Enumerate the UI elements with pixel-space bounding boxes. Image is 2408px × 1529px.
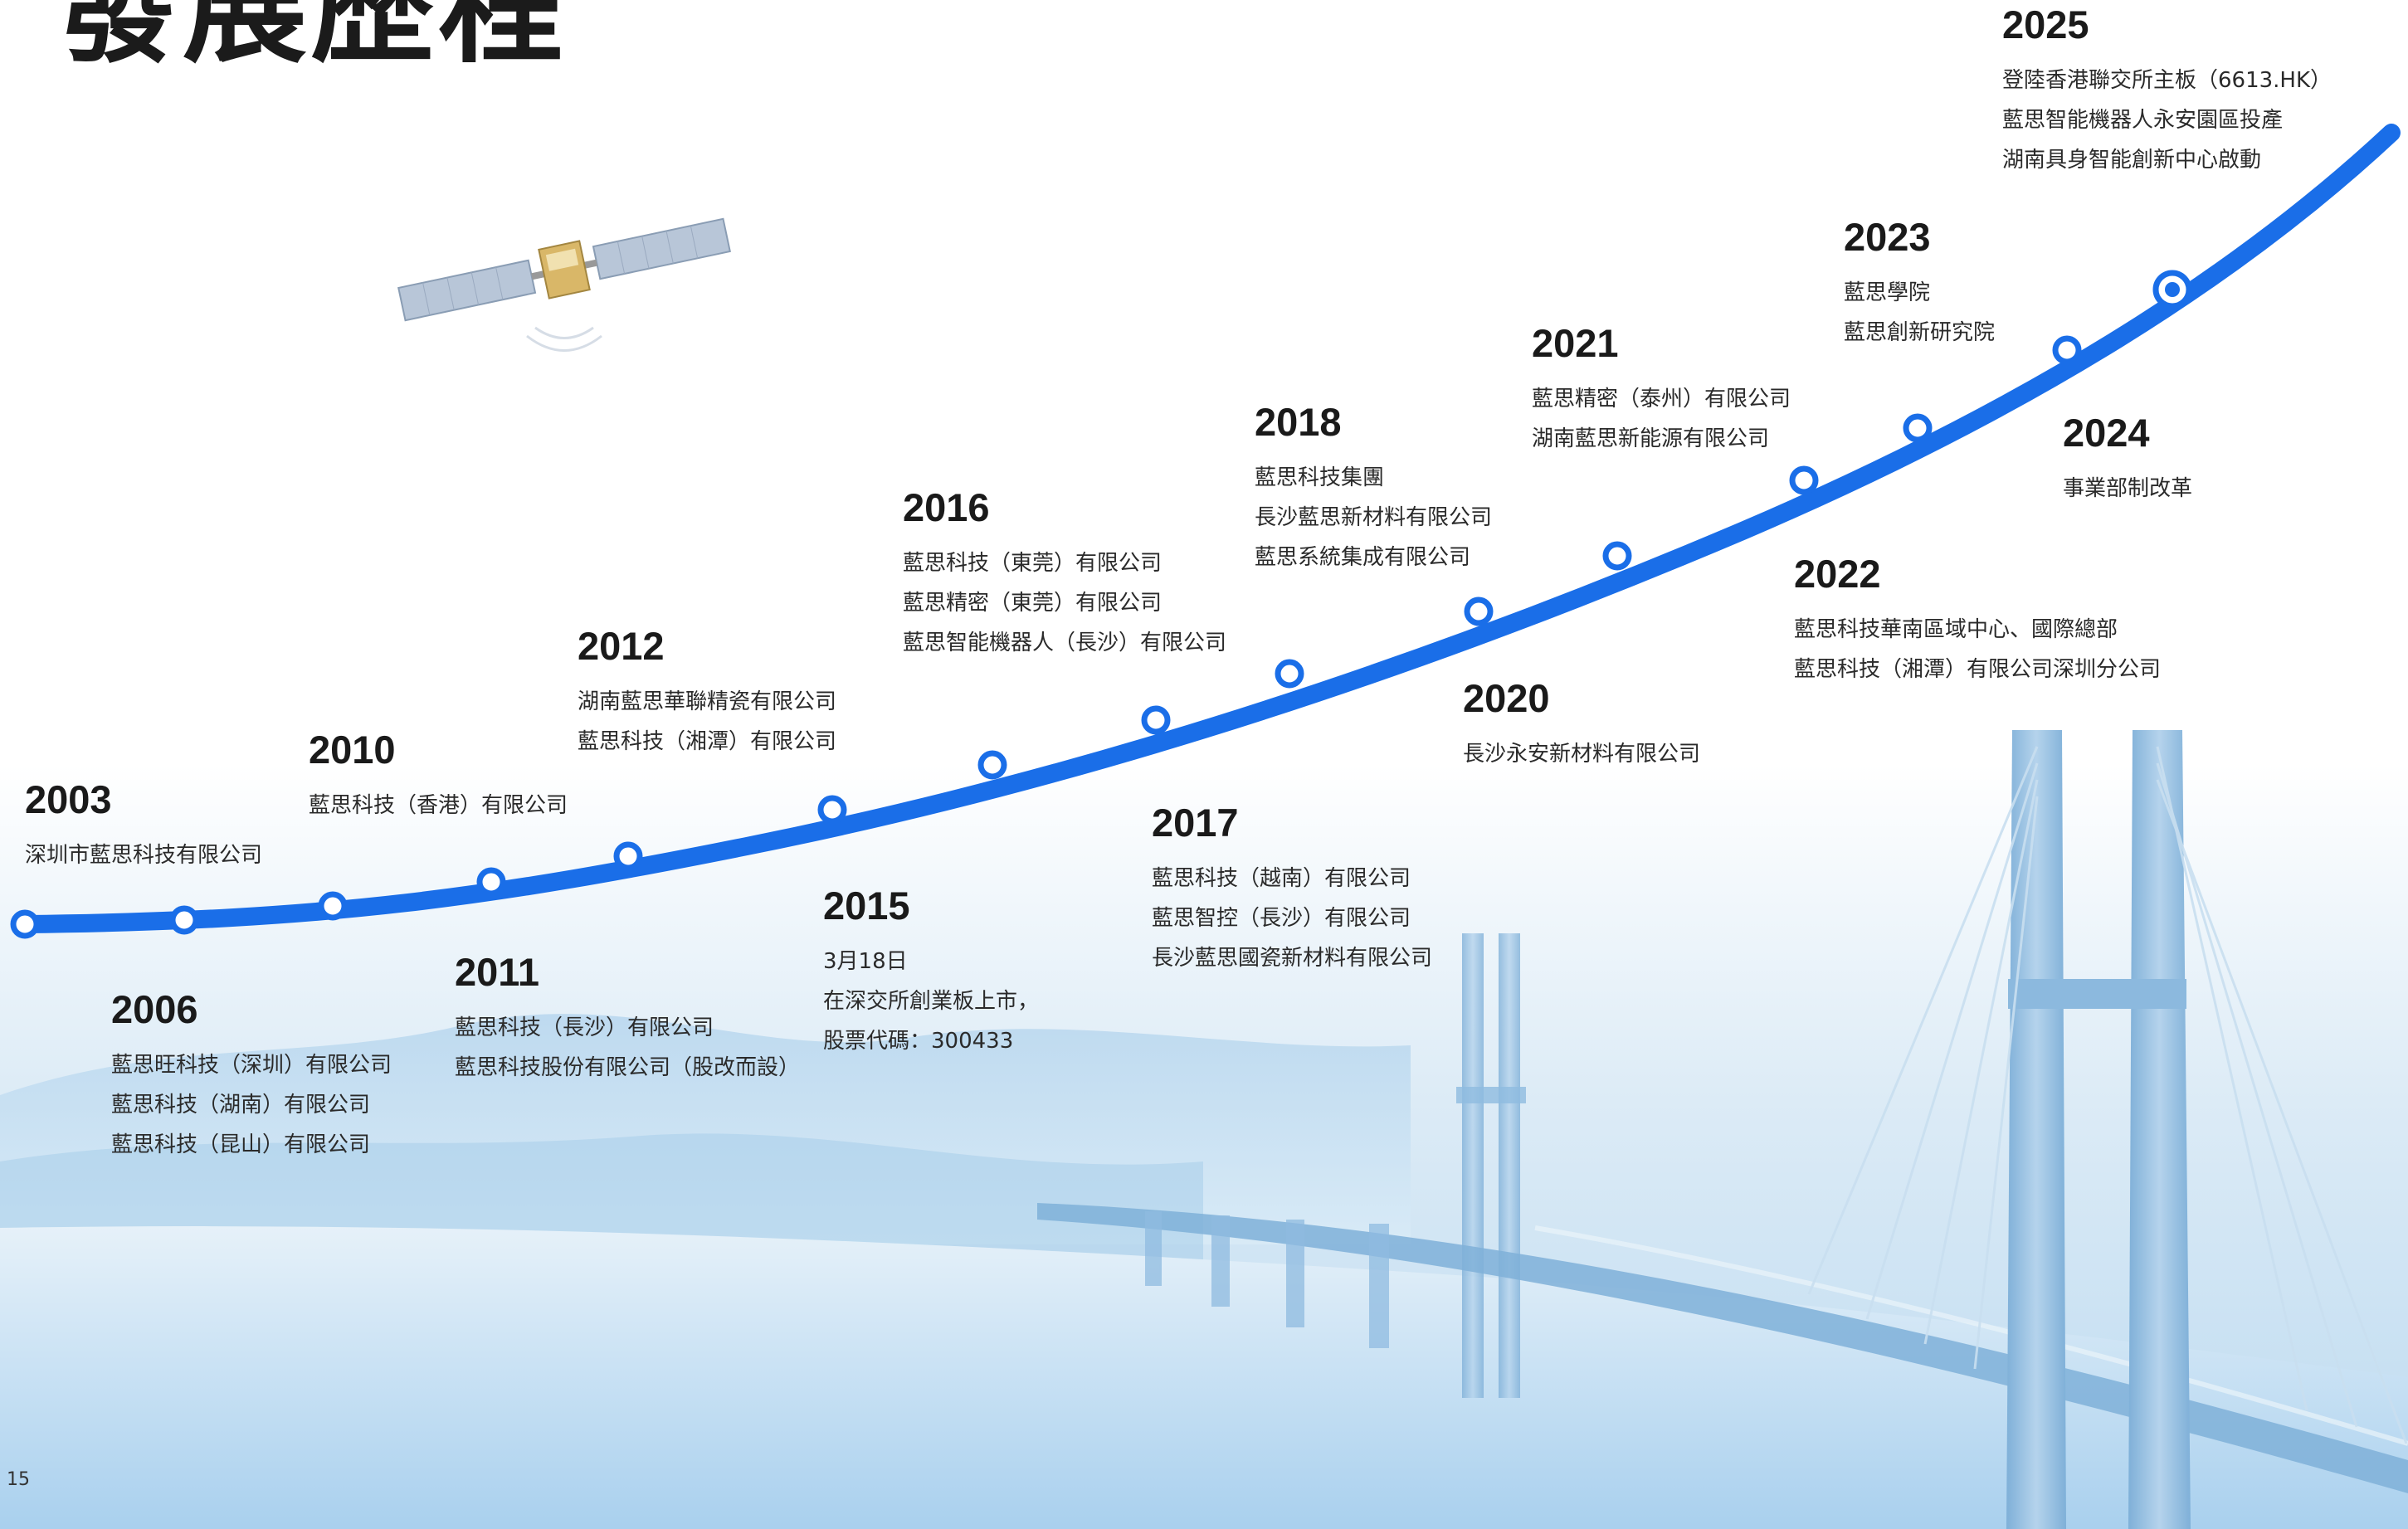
milestone-year: 2006	[111, 987, 198, 1031]
milestone-2003: 2003 深圳市藍思科技有限公司	[25, 780, 262, 875]
satellite-icon	[397, 217, 731, 352]
milestone-line: 長沙藍思新材料有限公司	[1255, 505, 1493, 530]
milestone-2010: 2010 藍思科技（香港）有限公司	[309, 730, 568, 825]
milestone-line: 長沙永安新材料有限公司	[1463, 742, 1701, 767]
milestone-line: 藍思科技股份有限公司（股改而設）	[455, 1055, 801, 1080]
milestone-year: 2025	[2002, 2, 2089, 46]
milestone-line: 藍思智控（長沙）有限公司	[1152, 906, 1411, 931]
milestone-line: 藍思科技（湘潭）有限公司	[578, 729, 837, 754]
milestone-line: 藍思科技（越南）有限公司	[1152, 866, 1411, 891]
milestone-line: 登陸香港聯交所主板（6613.HK）	[2002, 68, 2332, 93]
milestone-line: 藍思旺科技（深圳）有限公司	[111, 1053, 392, 1078]
milestone-year: 2018	[1255, 400, 1342, 444]
milestone-2018: 2018 藍思科技集團 長沙藍思新材料有限公司 藍思系統集成有限公司	[1255, 402, 1492, 577]
milestone-line: 藍思科技（湘潭）有限公司深圳分公司	[1794, 657, 2162, 682]
milestone-line: 藍思創新研究院	[1844, 320, 1996, 345]
milestone-year: 2023	[1844, 215, 1931, 259]
milestone-line: 藍思科技（昆山）有限公司	[111, 1132, 371, 1157]
milestone-2023: 2023 藍思學院 藍思創新研究院	[1844, 217, 1995, 353]
milestone-line: 藍思科技（香港）有限公司	[309, 793, 568, 818]
milestone-line: 藍思智能機器人（長沙）有限公司	[903, 631, 1227, 655]
milestone-year: 2015	[823, 884, 910, 928]
milestone-2022: 2022 藍思科技華南區域中心、國際總部 藍思科技（湘潭）有限公司深圳分公司	[1794, 554, 2161, 689]
milestone-2025: 2025 登陸香港聯交所主板（6613.HK） 藍思智能機器人永安園區投產 湖南…	[2002, 5, 2332, 180]
milestone-line: 藍思系統集成有限公司	[1255, 545, 1471, 570]
milestone-line: 藍思科技集團	[1255, 465, 1385, 490]
milestone-2015: 2015 3月18日 在深交所創業板上市， 股票代碼：300433	[823, 886, 1039, 1061]
milestone-line: 藍思智能機器人永安園區投產	[2002, 108, 2284, 133]
milestone-line: 藍思精密（東莞）有限公司	[903, 591, 1163, 616]
milestone-year: 2021	[1532, 321, 1619, 365]
milestone-2024: 2024 事業部制改革	[2063, 413, 2192, 509]
milestone-2012: 2012 湖南藍思華聯精瓷有限公司 藍思科技（湘潭）有限公司	[578, 626, 836, 762]
page-title: 發展歷程	[55, 0, 567, 80]
milestone-line: 股票代碼：300433	[823, 1029, 1014, 1054]
page-number: 15	[7, 1469, 30, 1490]
milestone-line: 湖南具身智能創新中心啟動	[2002, 148, 2262, 173]
milestone-year: 2016	[903, 485, 990, 529]
milestone-line: 藍思精密（泰州）有限公司	[1532, 387, 1791, 411]
milestone-line: 湖南藍思新能源有限公司	[1532, 426, 1770, 451]
milestone-year: 2011	[455, 950, 539, 994]
milestone-2011: 2011 藍思科技（長沙）有限公司 藍思科技股份有限公司（股改而設）	[455, 952, 800, 1088]
milestone-line: 長沙藍思國瓷新材料有限公司	[1152, 946, 1433, 971]
milestone-year: 2012	[578, 624, 665, 668]
milestone-line: 3月18日	[823, 949, 908, 974]
milestone-line: 在深交所創業板上市，	[823, 989, 1040, 1014]
milestone-line: 事業部制改革	[2063, 476, 2193, 501]
milestone-year: 2003	[25, 777, 112, 821]
milestone-2017: 2017 藍思科技（越南）有限公司 藍思智控（長沙）有限公司 長沙藍思國瓷新材料…	[1152, 803, 1432, 978]
milestone-year: 2017	[1152, 801, 1239, 845]
milestone-line: 藍思學院	[1844, 280, 1931, 305]
milestone-2016: 2016 藍思科技（東莞）有限公司 藍思精密（東莞）有限公司 藍思智能機器人（長…	[903, 488, 1226, 663]
milestone-line: 湖南藍思華聯精瓷有限公司	[578, 689, 837, 714]
milestone-line: 藍思科技華南區域中心、國際總部	[1794, 617, 2118, 642]
milestone-line: 深圳市藍思科技有限公司	[25, 843, 263, 868]
milestone-line: 藍思科技（東莞）有限公司	[903, 551, 1163, 576]
milestone-2006: 2006 藍思旺科技（深圳）有限公司 藍思科技（湖南）有限公司 藍思科技（昆山）…	[111, 990, 392, 1165]
milestone-year: 2010	[309, 728, 396, 772]
milestone-year: 2020	[1463, 676, 1550, 720]
milestone-2021: 2021 藍思精密（泰州）有限公司 湖南藍思新能源有限公司	[1532, 324, 1791, 459]
milestone-year: 2022	[1794, 552, 1881, 596]
milestone-line: 藍思科技（長沙）有限公司	[455, 1015, 714, 1040]
milestone-year: 2024	[2063, 411, 2150, 455]
milestone-2020: 2020 長沙永安新材料有限公司	[1463, 679, 1700, 774]
milestone-line: 藍思科技（湖南）有限公司	[111, 1093, 371, 1118]
